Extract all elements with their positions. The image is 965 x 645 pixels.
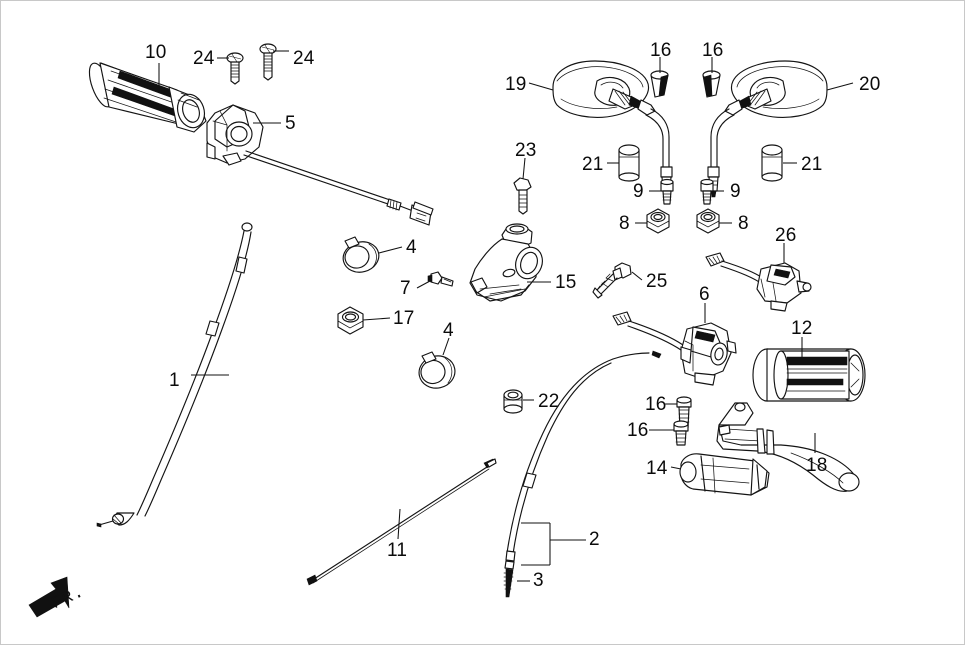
- part-21-cap-left: [618, 144, 640, 182]
- callout-5: 5: [285, 113, 296, 134]
- callout-6: 6: [699, 284, 710, 305]
- callout-11: 11: [387, 540, 408, 561]
- part-15-lever-bracket: [469, 223, 543, 302]
- callout-20: 20: [859, 74, 881, 95]
- callout-21-right: 21: [801, 154, 823, 175]
- callout-3: 3: [533, 570, 544, 591]
- part-20-mirror-right: [707, 60, 828, 198]
- part-9-stud-left: [660, 178, 674, 205]
- part-25-flange-bolt: [592, 262, 632, 299]
- leader-lines: [158, 50, 854, 582]
- part-16-cone-left: [650, 70, 669, 98]
- part-18-lever: [716, 402, 860, 492]
- callout-8-left: 8: [619, 213, 630, 234]
- callout-4-upper: 4: [406, 237, 417, 258]
- callout-9-right: 9: [730, 181, 741, 202]
- part-23-bolt: [513, 177, 532, 215]
- part-4-lower-clamp: [418, 351, 456, 389]
- callout-16-top-right: 16: [702, 40, 724, 61]
- part-16-cone-right: [702, 70, 721, 98]
- part-2-3-cable: [503, 350, 662, 598]
- callout-4-lower: 4: [443, 320, 454, 341]
- part-9-stud-right: [700, 178, 714, 205]
- part-6-switch-housing: [612, 311, 737, 386]
- callout-17: 17: [393, 308, 415, 329]
- callout-19: 19: [505, 74, 527, 95]
- part-19-mirror-left: [552, 60, 673, 198]
- part-14-rubber-boot: [679, 453, 770, 496]
- part-4-clamp-upper: [342, 236, 380, 273]
- callout-15: 15: [555, 272, 577, 293]
- part-26-switch-assembly: [705, 252, 812, 312]
- callout-2: 2: [589, 529, 600, 550]
- part-7-pin: [427, 271, 454, 287]
- callout-16-lower-b: 16: [627, 420, 649, 441]
- callout-14: 14: [646, 458, 668, 479]
- part-24-screws: [226, 43, 277, 85]
- part-10-throttle-grip: [88, 62, 207, 133]
- part-17-hex-nut: [337, 306, 364, 335]
- callout-18: 18: [806, 455, 828, 476]
- callout-7: 7: [400, 278, 411, 299]
- callout-1: 1: [169, 370, 180, 391]
- callout-16-top-left: 16: [650, 40, 672, 61]
- part-11-wire-rod: [306, 458, 497, 586]
- part-8-nut-right: [696, 208, 720, 234]
- callout-12: 12: [791, 318, 813, 339]
- callout-24-right: 24: [293, 48, 315, 69]
- part-12-grip: [752, 348, 866, 402]
- callout-22: 22: [538, 391, 560, 412]
- front-direction-arrow: [28, 576, 70, 618]
- part-8-nut-left: [646, 208, 670, 234]
- callout-8-right: 8: [738, 213, 749, 234]
- part-16-screw-b: [673, 420, 689, 446]
- part-22-grommet: [503, 389, 523, 414]
- callout-23: 23: [515, 140, 537, 161]
- part-1-throttle-cable: [96, 222, 253, 528]
- callout-21-left: 21: [582, 154, 604, 175]
- part-21-cap-right: [761, 144, 783, 182]
- callout-16-lower-a: 16: [645, 394, 667, 415]
- callout-26: 26: [775, 225, 797, 246]
- callout-9-left: 9: [633, 181, 644, 202]
- callout-24-left: 24: [193, 48, 215, 69]
- callout-25: 25: [646, 271, 668, 292]
- callout-10: 10: [145, 42, 167, 63]
- part-5-switch-housing: [206, 104, 434, 226]
